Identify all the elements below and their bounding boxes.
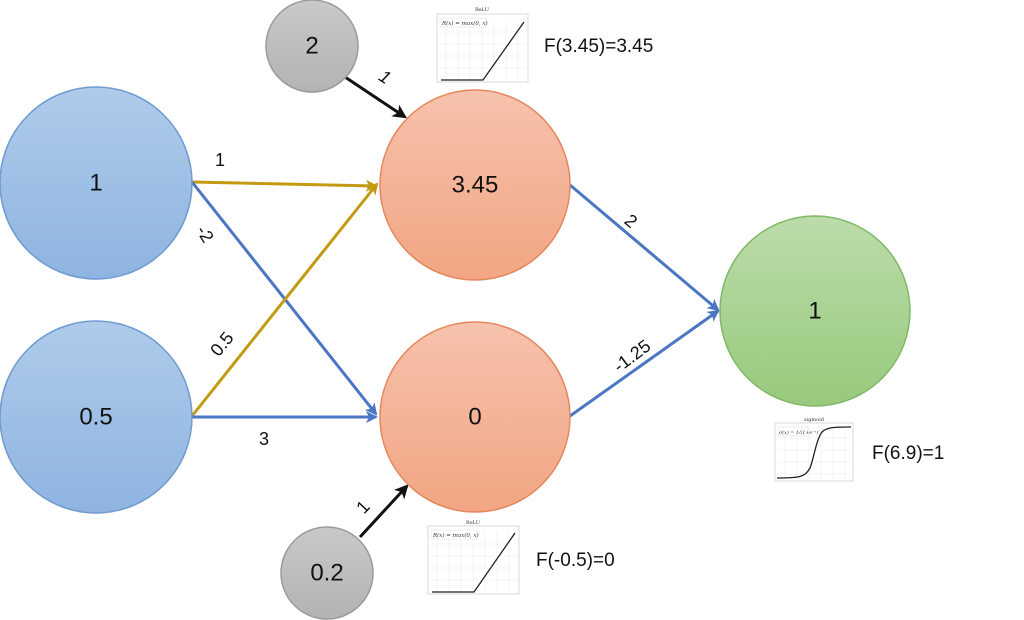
bias-node-top-value: 2 bbox=[305, 33, 318, 60]
bias-node-bottom-value: 0.2 bbox=[310, 560, 343, 587]
relu-thumbnail-top: ReLU R(x) = max(0, x) bbox=[436, 7, 529, 83]
bias-node-bottom: 0.2 bbox=[280, 526, 374, 620]
output-node: 1 bbox=[719, 215, 911, 407]
hidden-node-top-value: 3.45 bbox=[452, 172, 499, 199]
input-node-1: 1 bbox=[0, 86, 193, 280]
edge-hidden-top-to-output bbox=[569, 183, 720, 312]
weight-label-bias-bottom: 1 bbox=[352, 497, 373, 518]
edge-bias-top-to-hidden-top bbox=[344, 75, 407, 119]
activation-formula-hidden-bottom: F(-0.5)=0 bbox=[536, 550, 615, 571]
relu-thumbnail-bottom: ReLU R(x) = max(0, x) bbox=[427, 520, 520, 595]
activation-formula-output: F(6.9)=1 bbox=[872, 443, 944, 464]
weight-label-in1-h2: -2 bbox=[192, 222, 217, 246]
output-node-value: 1 bbox=[808, 298, 821, 325]
relu-thumbnail-top-title: ReLU bbox=[475, 7, 489, 13]
sigmoid-thumbnail-title: sigmoid bbox=[804, 417, 825, 423]
sigmoid-thumbnail: sigmoid σ(x) = 1/(1+e⁻ˣ) bbox=[774, 417, 854, 482]
relu-thumbnail-top-formula: R(x) = max(0, x) bbox=[441, 20, 488, 27]
weight-label-bias-top: 1 bbox=[375, 66, 394, 88]
edge-input2-to-hidden-top bbox=[190, 182, 379, 417]
hidden-node-bottom: 0 bbox=[379, 321, 571, 513]
weight-label-in1-h1: 1 bbox=[215, 150, 225, 170]
relu-thumbnail-bottom-formula: R(x) = max(0, x) bbox=[432, 532, 479, 539]
edge-input1-to-hidden-top bbox=[191, 179, 378, 192]
input-node-2-value: 0.5 bbox=[79, 404, 112, 431]
hidden-node-bottom-value: 0 bbox=[468, 404, 481, 431]
input-node-2: 0.5 bbox=[0, 320, 193, 514]
edge-input1-to-hidden-bottom bbox=[190, 181, 378, 416]
bias-node-top: 2 bbox=[265, 0, 359, 93]
relu-thumbnail-bottom-title: ReLU bbox=[466, 520, 480, 526]
sigmoid-thumbnail-formula: σ(x) = 1/(1+e⁻ˣ) bbox=[779, 429, 818, 436]
input-node-1-value: 1 bbox=[89, 170, 102, 197]
weight-label-in2-h2: 3 bbox=[259, 429, 269, 449]
weight-label-in2-h1: 0.5 bbox=[206, 328, 237, 360]
activation-formula-hidden-top: F(3.45)=3.45 bbox=[544, 36, 653, 57]
edge-hidden-bottom-to-output bbox=[569, 309, 720, 418]
edge-bias-bottom-to-hidden-bottom bbox=[358, 484, 409, 539]
hidden-node-top: 3.45 bbox=[379, 89, 571, 281]
